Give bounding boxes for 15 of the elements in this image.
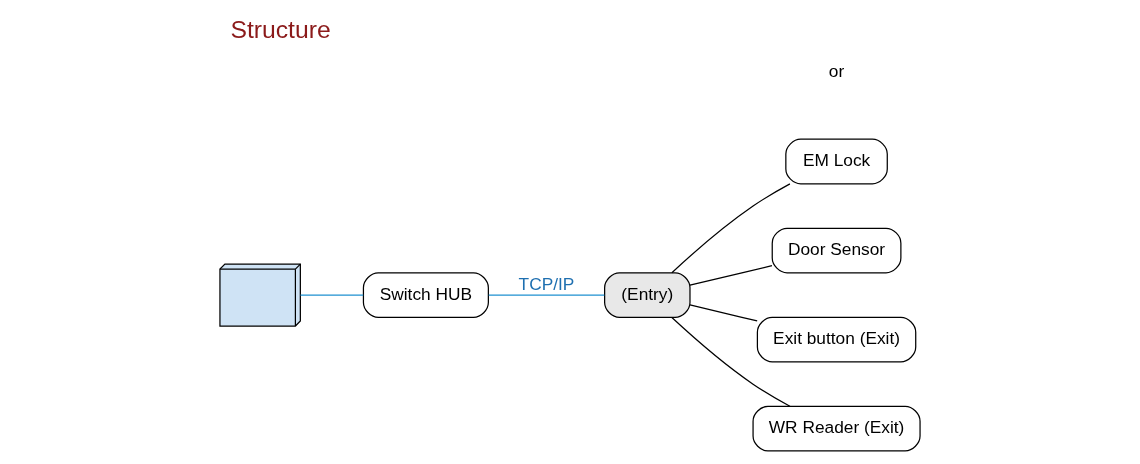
diagram-title: Structure (230, 15, 331, 43)
connector (488, 294, 605, 296)
node-box: (Entry) (604, 272, 691, 318)
label: or (828, 61, 845, 82)
connector (671, 316, 791, 407)
node-box: Switch HUB (362, 272, 489, 318)
connector (689, 304, 758, 322)
node-box: EM Lock (785, 138, 888, 185)
connector (689, 265, 773, 286)
node-box: WR Reader (Exit) (752, 405, 921, 452)
connector (671, 183, 791, 274)
node-box: Door Sensor (771, 227, 902, 274)
connector (299, 294, 364, 296)
node-box: Exit button (Exit) (756, 316, 917, 363)
edge-label: TCP/IP (518, 274, 575, 295)
